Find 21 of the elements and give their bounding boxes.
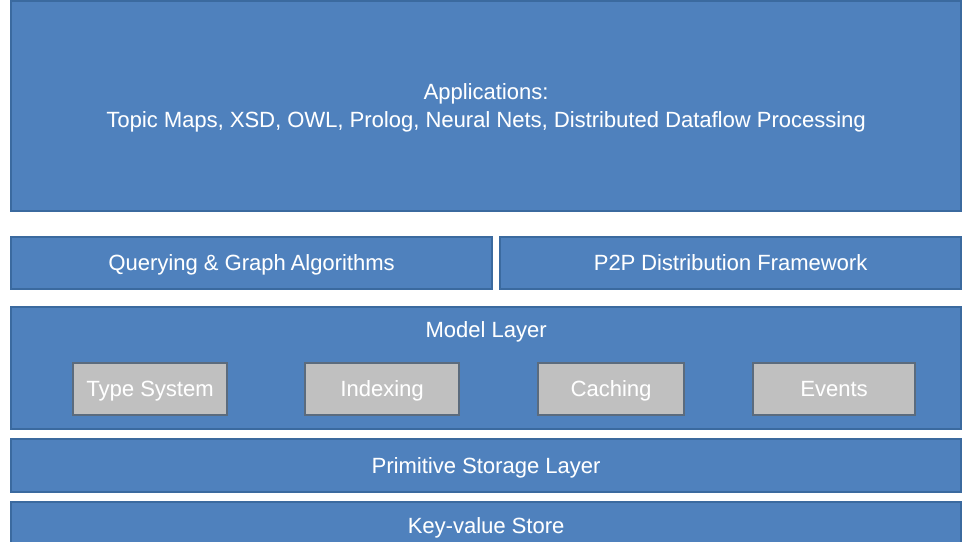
layer-label: Type System xyxy=(85,376,215,402)
component-box xyxy=(72,362,228,416)
layer-heading: Applications: xyxy=(422,78,550,106)
component-box xyxy=(752,362,916,416)
component-box xyxy=(537,362,685,416)
layer-label: Primitive Storage Layer xyxy=(370,452,602,480)
layer-box xyxy=(10,501,962,542)
component-box xyxy=(304,362,460,416)
layer-label: Querying & Graph Algorithms xyxy=(107,249,396,277)
layer-box xyxy=(499,236,962,290)
layer-label: Caching xyxy=(570,376,652,402)
layer-label: P2P Distribution Framework xyxy=(592,249,868,277)
layer-box xyxy=(10,438,962,493)
layer-label: Indexing xyxy=(339,376,425,402)
layer-box xyxy=(10,0,962,212)
layer-label: Key-value Store xyxy=(406,512,566,540)
layer-box xyxy=(10,306,962,430)
layer-label: Model Layer xyxy=(424,316,548,344)
layer-label: Events xyxy=(799,376,869,402)
layer-box xyxy=(10,236,493,290)
layer-label: Topic Maps, XSD, OWL, Prolog, Neural Nets, Distributed Dataflow Processing xyxy=(105,106,867,134)
